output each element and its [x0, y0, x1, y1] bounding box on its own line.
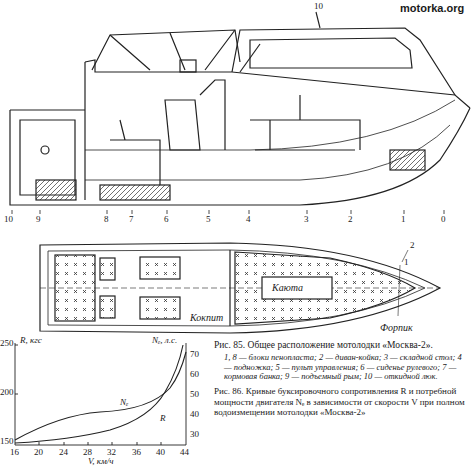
- tick-label: 50: [190, 390, 199, 400]
- callout-number: 10: [314, 2, 323, 12]
- callout-number: 2: [348, 215, 353, 225]
- tick-label: 30: [190, 430, 199, 440]
- tick-label: 200: [0, 388, 14, 398]
- callout-number: 0: [441, 215, 446, 225]
- tick-label: 250: [0, 339, 14, 349]
- curve-label: R: [160, 414, 166, 424]
- tick-label: 60: [190, 370, 199, 380]
- callout-number: 3: [304, 215, 309, 225]
- tick-label: 70: [190, 350, 199, 360]
- tick-label: 24: [59, 448, 68, 458]
- callout-number: 1: [401, 215, 406, 225]
- axis-title: R, кгс: [20, 336, 42, 346]
- figure-caption: Рис. 85. Общее расположение мотолодки «М…: [214, 340, 470, 351]
- callout-number: 8: [104, 215, 109, 225]
- watermark: motorka.org: [400, 2, 464, 14]
- figure-caption: Рис. 86. Кривые буксировочного сопротивл…: [214, 386, 470, 417]
- area-label: Каюта: [272, 282, 303, 293]
- tick-label: 40: [156, 448, 165, 458]
- caption-legend: 1, 8 — блоки пенопласта; 2 — диван-койка…: [224, 353, 470, 382]
- area-label: Кокпит: [190, 312, 223, 323]
- tick-label: 36: [132, 448, 141, 458]
- callout-number: 6: [164, 215, 169, 225]
- tick-label: 16: [10, 448, 19, 458]
- callout-number: 1: [404, 258, 409, 268]
- callout-number: 10: [4, 215, 13, 225]
- tick-label: 20: [34, 448, 43, 458]
- tick-label: 150: [0, 437, 14, 447]
- curve-label: Nₑ: [120, 398, 128, 408]
- callout-number: 5: [206, 215, 211, 225]
- axis-title: Nₑ, л.с.: [152, 336, 177, 346]
- callout-number: 9: [36, 215, 41, 225]
- callout-number: 4: [246, 215, 251, 225]
- callout-number: 2: [410, 241, 415, 251]
- callout-number: 7: [129, 215, 134, 225]
- axis-title: V, км/ч: [88, 457, 114, 467]
- tick-label: 40: [190, 410, 199, 420]
- tick-label: 44: [180, 448, 189, 458]
- area-label: Форпик: [380, 322, 413, 333]
